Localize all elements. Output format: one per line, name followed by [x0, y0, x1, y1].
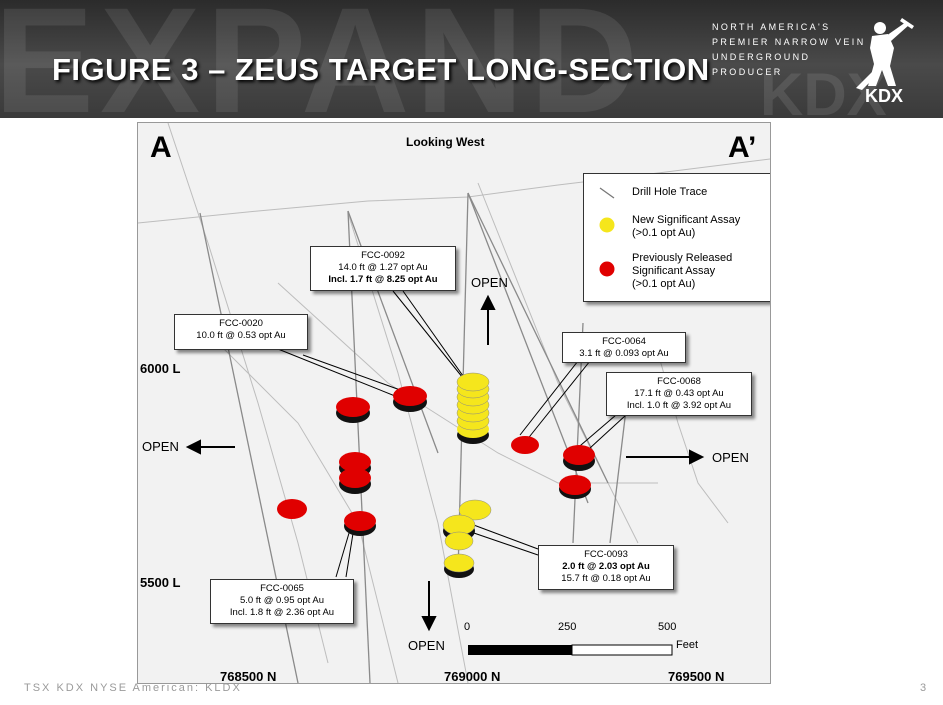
northing-label: 769000 N: [444, 669, 501, 684]
previous-assay-markers: [277, 386, 595, 536]
callout-line: 14.0 ft @ 1.27 opt Au: [338, 262, 428, 273]
callout-hole: FCC-0020: [219, 318, 263, 329]
page-title: FIGURE 3 – ZEUS TARGET LONG-SECTION: [52, 52, 710, 87]
legend-line: (>0.1 opt Au): [632, 278, 696, 290]
tagline-line: NORTH AMERICA'S: [712, 22, 831, 32]
scale-tick-label: 250: [558, 621, 577, 633]
banner-logo-watermark: KDX: [760, 61, 887, 118]
prev-assay-marker: [339, 452, 371, 472]
new-assay-legend-icon: [599, 217, 615, 233]
prev-assay-marker: [277, 499, 307, 519]
prev-assay-marker: [336, 397, 370, 417]
drill-trace-legend-icon: [599, 187, 615, 199]
logo-text: KDX: [865, 86, 903, 106]
callout-hole: FCC-0068: [657, 376, 701, 387]
legend-line: Previously Released: [632, 252, 733, 264]
callout-fcc-0093: FCC-0093 2.0 ft @ 2.03 opt Au 15.7 ft @ …: [538, 545, 674, 590]
prev-assay-marker: [344, 511, 376, 531]
legend-line: (>0.1 opt Au): [632, 227, 696, 239]
callout-line: 15.7 ft @ 0.18 opt Au: [561, 573, 651, 584]
callout-line: Incl. 1.8 ft @ 2.36 opt Au: [229, 607, 335, 618]
view-direction-label: Looking West: [406, 135, 485, 149]
open-label-top: OPEN: [471, 275, 508, 290]
callout-fcc-0092: FCC-0092 14.0 ft @ 1.27 opt Au Incl. 1.7…: [310, 246, 456, 291]
open-label-bottom: OPEN: [408, 638, 445, 653]
legend-drill-trace-label: Drill Hole Trace: [632, 186, 708, 198]
scale-tick-label: 500: [658, 621, 677, 633]
callout-fcc-0020: FCC-0020 10.0 ft @ 0.53 opt Au: [174, 314, 308, 350]
open-label-right: OPEN: [712, 450, 749, 465]
page-number: 3: [920, 682, 927, 694]
new-assay-marker: [443, 553, 475, 573]
legend-line: New Significant Assay: [632, 214, 741, 226]
scale-bar: [468, 644, 673, 656]
callout-line: 2.0 ft @ 2.03 opt Au: [562, 561, 650, 572]
new-assay-marker: [456, 372, 490, 392]
prev-assay-marker: [393, 386, 427, 406]
scale-segment-black: [468, 645, 572, 655]
company-tagline: NORTH AMERICA'S PREMIER NARROW VEIN UNDE…: [712, 20, 866, 80]
new-assay-markers: [442, 372, 492, 578]
banner-watermark: EXPAND: [0, 0, 644, 118]
prev-assay-marker: [511, 436, 539, 454]
callout-line: 3.1 ft @ 0.093 opt Au: [579, 348, 669, 359]
legend-line: Significant Assay: [632, 265, 716, 277]
callout-fcc-0064: FCC-0064 3.1 ft @ 0.093 opt Au: [562, 332, 686, 363]
prev-assay-marker: [559, 475, 591, 495]
callout-line: 5.0 ft @ 0.95 opt Au: [239, 595, 325, 606]
callout-line: 10.0 ft @ 0.53 opt Au: [196, 330, 286, 341]
callout-line: 17.1 ft @ 0.43 opt Au: [634, 388, 724, 399]
tagline-line: UNDERGROUND: [712, 52, 811, 62]
miner-icon: [856, 18, 914, 90]
callout-hole: FCC-0064: [602, 336, 646, 347]
legend-new-assay-label: New Significant Assay (>0.1 opt Au): [632, 214, 740, 240]
new-assay-marker: [458, 499, 492, 521]
callout-fcc-0068: FCC-0068 17.1 ft @ 0.43 opt Au Incl. 1.0…: [606, 372, 752, 416]
footer-exchange-text: TSX KDX NYSE American: KLDX: [24, 682, 242, 694]
level-label-5500: 5500 L: [140, 575, 181, 590]
tagline-line: PREMIER NARROW VEIN: [712, 37, 866, 47]
callout-hole: FCC-0093: [584, 549, 628, 560]
section-start-label: A: [150, 131, 172, 164]
section-end-label: A’: [728, 131, 757, 164]
new-assay-marker: [444, 531, 474, 551]
callout-line: Incl. 1.7 ft @ 8.25 opt Au: [328, 274, 438, 285]
legend-box: Drill Hole Trace New Significant Assay (…: [583, 173, 770, 302]
kdx-logo: KDX: [856, 18, 914, 106]
level-label-6000: 6000 L: [140, 361, 181, 376]
scale-tick-label: 0: [464, 621, 471, 633]
callout-hole: FCC-0092: [361, 250, 405, 261]
long-section-figure: A A’ Looking West 6000 L 5500 L OPEN OPE…: [137, 122, 771, 684]
prev-assay-marker: [563, 445, 595, 465]
open-arrows: [185, 294, 705, 632]
northing-label: 768500 N: [220, 669, 277, 684]
previous-assay-legend-icon: [599, 261, 615, 277]
tagline-line: PRODUCER: [712, 67, 783, 77]
header-banner: EXPAND KDX FIGURE 3 – ZEUS TARGET LONG-S…: [0, 0, 943, 118]
scale-segment-white: [571, 644, 673, 656]
northing-label: 769500 N: [668, 669, 725, 684]
open-label-left: OPEN: [142, 439, 179, 454]
legend-previous-assay-label: Previously Released Significant Assay (>…: [632, 252, 732, 291]
callout-leaders: [277, 290, 627, 578]
scale-unit-label: Feet: [676, 639, 699, 651]
prev-assay-marker: [339, 468, 371, 488]
callout-fcc-0065: FCC-0065 5.0 ft @ 0.95 opt Au Incl. 1.8 …: [210, 579, 354, 624]
callout-hole: FCC-0065: [260, 583, 304, 594]
callout-line: Incl. 1.0 ft @ 3.92 opt Au: [626, 400, 732, 411]
